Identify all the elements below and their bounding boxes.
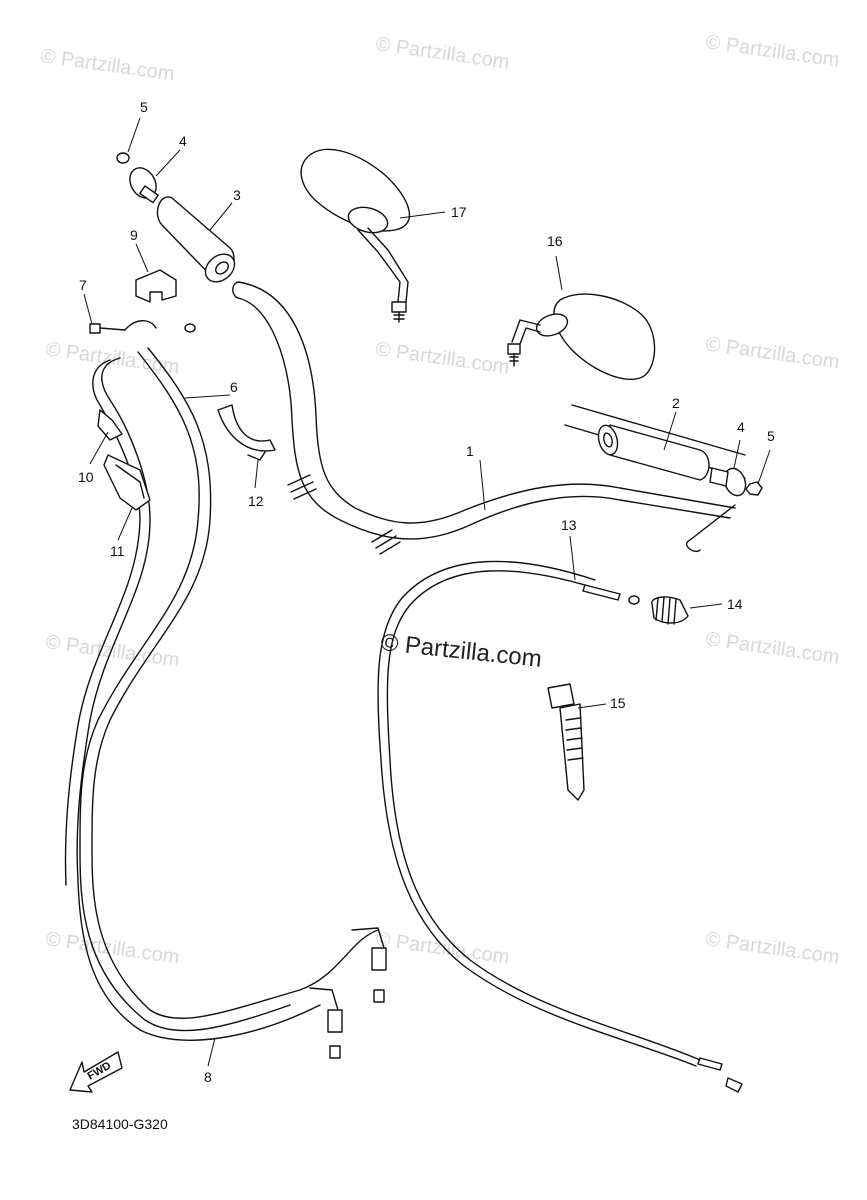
callout-8: 8: [204, 1069, 212, 1085]
part-holder: [135, 269, 177, 303]
leader-lines: [83, 117, 771, 1067]
watermark-mid-left: © Partzilla.com: [44, 338, 181, 379]
watermark-center: © Partzilla.com: [379, 629, 543, 673]
part-mirror-right: [507, 293, 656, 380]
watermark-lower-right: © Partzilla.com: [704, 628, 841, 669]
part-nut-left: [116, 152, 130, 164]
callout-5-left: 5: [140, 99, 148, 115]
callout-12: 12: [248, 493, 264, 509]
part-throttle-cables: [64, 347, 387, 1059]
callout-4-right: 4: [737, 419, 745, 435]
callout-5-right: 5: [767, 428, 775, 444]
part-clamp-small: [97, 409, 123, 441]
part-grip-left: [156, 196, 236, 283]
callout-9: 9: [130, 227, 138, 243]
callout-13: 13: [561, 517, 577, 533]
callout-4-left: 4: [179, 133, 187, 149]
callout-1: 1: [466, 443, 474, 459]
part-mirror-left: [300, 148, 411, 323]
callout-7: 7: [79, 277, 87, 293]
callout-17: 17: [451, 204, 467, 220]
part-cable-guide: [217, 404, 276, 461]
watermark-mid-right: © Partzilla.com: [704, 333, 841, 374]
part-grip-right: [597, 424, 710, 481]
callout-3: 3: [233, 187, 241, 203]
diagram-code: 3D84100-G320: [72, 1116, 168, 1132]
watermark-top-right: © Partzilla.com: [704, 31, 841, 72]
callout-15: 15: [610, 695, 626, 711]
callout-6: 6: [230, 379, 238, 395]
part-bar-end-left: [129, 167, 159, 204]
watermark-bottom-right: © Partzilla.com: [704, 928, 841, 969]
fwd-arrow-icon: FWD: [69, 1051, 123, 1093]
part-cable-tie: [547, 683, 585, 801]
callout-2: 2: [672, 395, 680, 411]
callout-14: 14: [727, 596, 743, 612]
part-bar-end-right: [709, 467, 747, 497]
callouts: 1 2 3 4 4 5 5 6 7 8 9 10 11 12 13 14 15 …: [78, 99, 775, 1085]
part-clamp-large: [103, 454, 151, 511]
watermark-bottom-center: © Partzilla.com: [374, 928, 511, 969]
part-handlebar: [232, 281, 746, 555]
callout-11: 11: [110, 543, 125, 559]
part-boot: [628, 595, 689, 625]
watermark-top-center: © Partzilla.com: [374, 33, 511, 74]
part-nut-right: [745, 481, 763, 496]
watermark-lower-left: © Partzilla.com: [44, 631, 181, 672]
callout-16: 16: [547, 233, 563, 249]
part-screw: [89, 320, 196, 334]
watermark-mid-center: © Partzilla.com: [374, 338, 511, 379]
callout-10: 10: [78, 469, 94, 485]
part-clutch-cable: [377, 560, 743, 1093]
watermark-top-left: © Partzilla.com: [39, 45, 176, 86]
